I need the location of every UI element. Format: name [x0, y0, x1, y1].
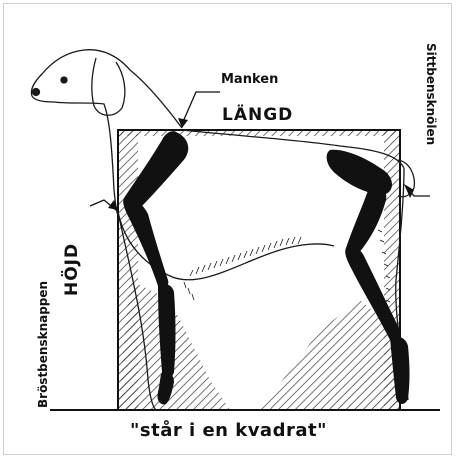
label-length: LÄNGD	[222, 105, 293, 125]
caption: "står i en kvadrat"	[0, 420, 457, 441]
label-brostbensknappen: Bröstbensknappen	[36, 281, 50, 408]
label-sittbensknolen: Sittbensknölen	[424, 43, 438, 145]
label-manken: Manken	[221, 72, 278, 87]
label-height: HÖJD	[62, 243, 82, 296]
